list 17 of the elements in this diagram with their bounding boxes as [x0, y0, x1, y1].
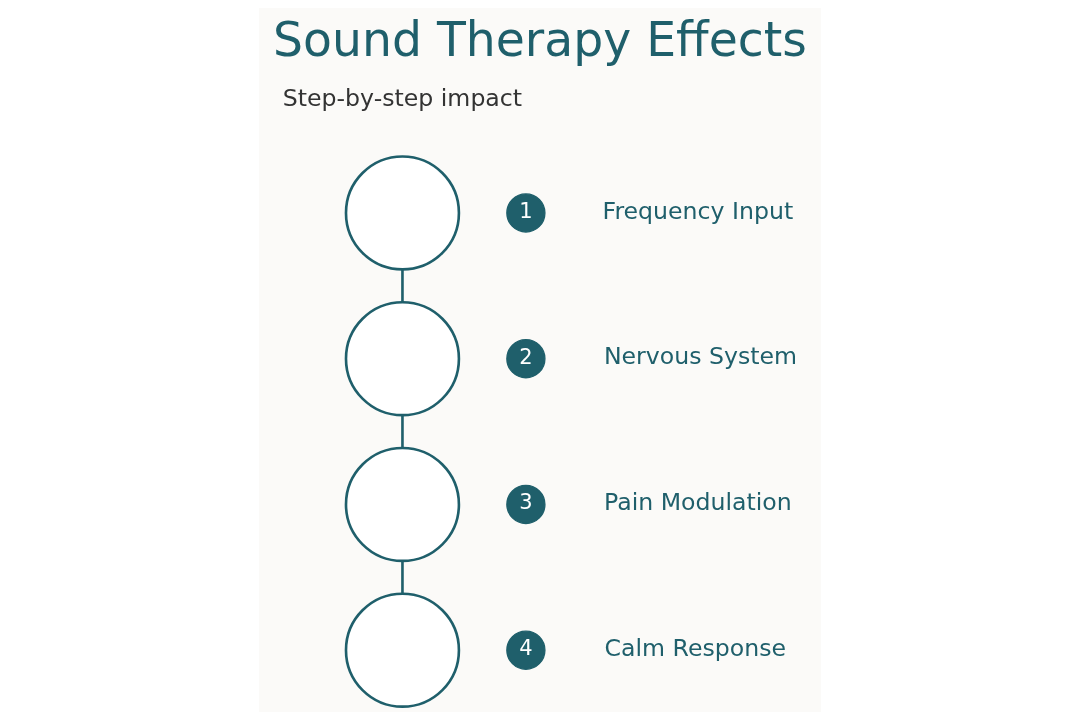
connector — [401, 269, 404, 303]
diagram-title: Sound Therapy Effects — [273, 12, 807, 68]
node-circle — [344, 155, 461, 271]
node-circle: 2 — [506, 339, 546, 379]
node-circle: 3 — [506, 484, 546, 525]
node-label: Calm Response — [604, 633, 787, 662]
node-circle: 4 — [506, 630, 546, 670]
node-circle — [344, 300, 461, 417]
node-label: Nervous System — [603, 342, 798, 371]
label: Step-by-step impact — [282, 83, 523, 112]
connector — [401, 415, 404, 448]
node-circle — [344, 446, 461, 563]
node-label: Pain Modulation — [603, 488, 792, 517]
node-circle — [344, 592, 461, 708]
connector — [401, 561, 404, 594]
node-circle: 1 — [506, 193, 546, 233]
node-label: Frequency Input — [602, 196, 794, 225]
